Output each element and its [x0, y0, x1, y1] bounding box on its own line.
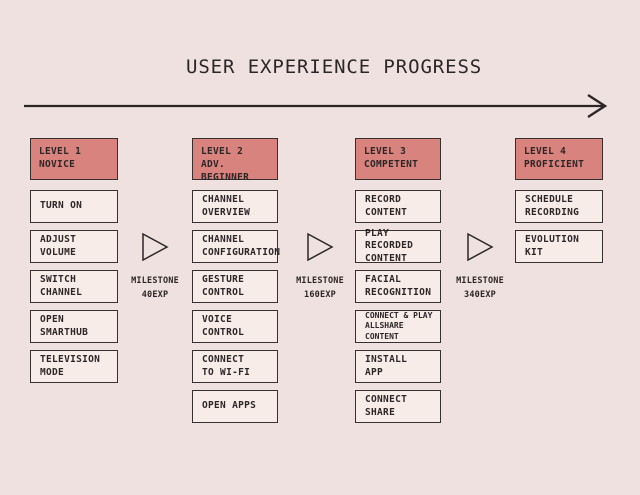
task-box: RECORD CONTENT: [355, 190, 441, 223]
task-box: SWITCH CHANNEL: [30, 270, 118, 303]
timeline-arrow-icon: [24, 93, 608, 119]
milestone-2: MILESTONE 160EXP: [288, 231, 352, 302]
level-4-header: LEVEL 4 PROFICIENT: [515, 138, 603, 180]
task-box: TURN ON: [30, 190, 118, 223]
level-stage: NOVICE: [39, 159, 76, 170]
page-title: USER EXPERIENCE PROGRESS: [186, 56, 483, 78]
milestone-exp: 40EXP: [141, 290, 169, 300]
task-box: EVOLUTION KIT: [515, 230, 603, 263]
triangle-right-icon: [467, 232, 494, 262]
triangle-right-icon: [307, 232, 334, 262]
triangle-right-icon: [142, 232, 169, 262]
task-box: GESTURE CONTROL: [192, 270, 278, 303]
level-2-column: LEVEL 2 ADV. BEGINNER CHANNEL OVERVIEW C…: [192, 138, 280, 430]
task-box: FACIAL RECOGNITION: [355, 270, 441, 303]
milestone-exp: 340EXP: [464, 290, 496, 300]
task-box: OPEN APPS: [192, 390, 278, 423]
task-box: TELEVISION MODE: [30, 350, 118, 383]
level-stage: COMPETENT: [364, 159, 419, 170]
task-box: SCHEDULE RECORDING: [515, 190, 603, 223]
milestone-1: MILESTONE 40EXP: [123, 231, 187, 302]
level-label: LEVEL 2: [201, 146, 244, 157]
task-box: VOICE CONTROL: [192, 310, 278, 343]
milestone-exp: 160EXP: [304, 290, 336, 300]
level-3-header: LEVEL 3 COMPETENT: [355, 138, 441, 180]
level-stage: PROFICIENT: [524, 159, 585, 170]
task-box: CONNECT SHARE: [355, 390, 441, 423]
task-box: CHANNEL OVERVIEW: [192, 190, 278, 223]
task-box: PLAY RECORDED CONTENT: [355, 228, 441, 264]
level-2-header: LEVEL 2 ADV. BEGINNER: [192, 138, 278, 183]
level-label: LEVEL 4: [524, 146, 567, 157]
task-box: ADJUST VOLUME: [30, 230, 118, 263]
milestone-label: MILESTONE: [296, 276, 344, 286]
milestone-label: MILESTONE: [131, 276, 179, 286]
level-4-column: LEVEL 4 PROFICIENT SCHEDULE RECORDING EV…: [515, 138, 603, 270]
level-label: LEVEL 1: [39, 146, 82, 157]
task-box: CHANNEL CONFIGURATION: [192, 230, 280, 263]
milestone-3: MILESTONE 340EXP: [448, 231, 512, 302]
task-box: INSTALL APP: [355, 350, 441, 383]
level-stage: ADV. BEGINNER: [201, 159, 250, 183]
level-3-column: LEVEL 3 COMPETENT RECORD CONTENT PLAY RE…: [355, 138, 441, 430]
level-1-column: LEVEL 1 NOVICE TURN ON ADJUST VOLUME SWI…: [30, 138, 118, 390]
task-box: OPEN SMARTHUB: [30, 310, 118, 343]
level-1-header: LEVEL 1 NOVICE: [30, 138, 118, 180]
milestone-label: MILESTONE: [456, 276, 504, 286]
task-box: CONNECT TO WI-FI: [192, 350, 278, 383]
level-label: LEVEL 3: [364, 146, 407, 157]
task-box: CONNECT & PLAY ALLSHARE CONTENT: [355, 310, 441, 343]
